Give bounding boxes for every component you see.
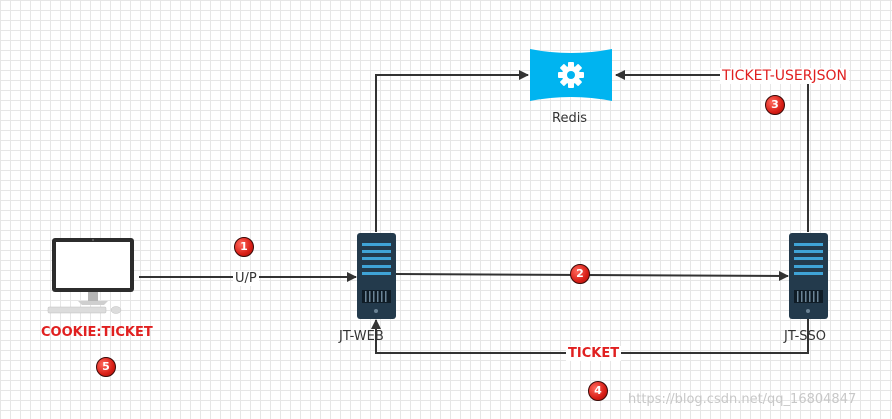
step-badge-3: 3 xyxy=(765,95,785,115)
jt-web-label: JT-WEB xyxy=(339,329,384,344)
step-badge-2: 2 xyxy=(570,264,590,284)
desktop-computer-icon xyxy=(47,238,134,314)
jt-sso-label: JT-SSO xyxy=(784,329,827,344)
redis-icon xyxy=(530,49,612,101)
edge-web-to-redis xyxy=(375,70,529,232)
watermark-text: https://blog.csdn.net/qq_16804847 xyxy=(628,392,857,407)
edge-label-ticket-userjson: TICKET-USERJSON xyxy=(720,68,850,84)
client-cookie-label: COOKIE:TICKET xyxy=(41,325,153,340)
redis-label: Redis xyxy=(552,111,588,126)
jt-web-server-icon xyxy=(357,233,396,319)
jt-sso-server-icon xyxy=(789,233,828,319)
edge-label-up: U/P xyxy=(233,271,259,286)
edge-web-to-sso xyxy=(395,270,789,281)
step-badge-4: 4 xyxy=(588,381,608,401)
step-badge-5: 5 xyxy=(96,357,116,377)
edge-label-ticket: TICKET xyxy=(566,346,622,361)
step-badge-1: 1 xyxy=(234,237,254,257)
